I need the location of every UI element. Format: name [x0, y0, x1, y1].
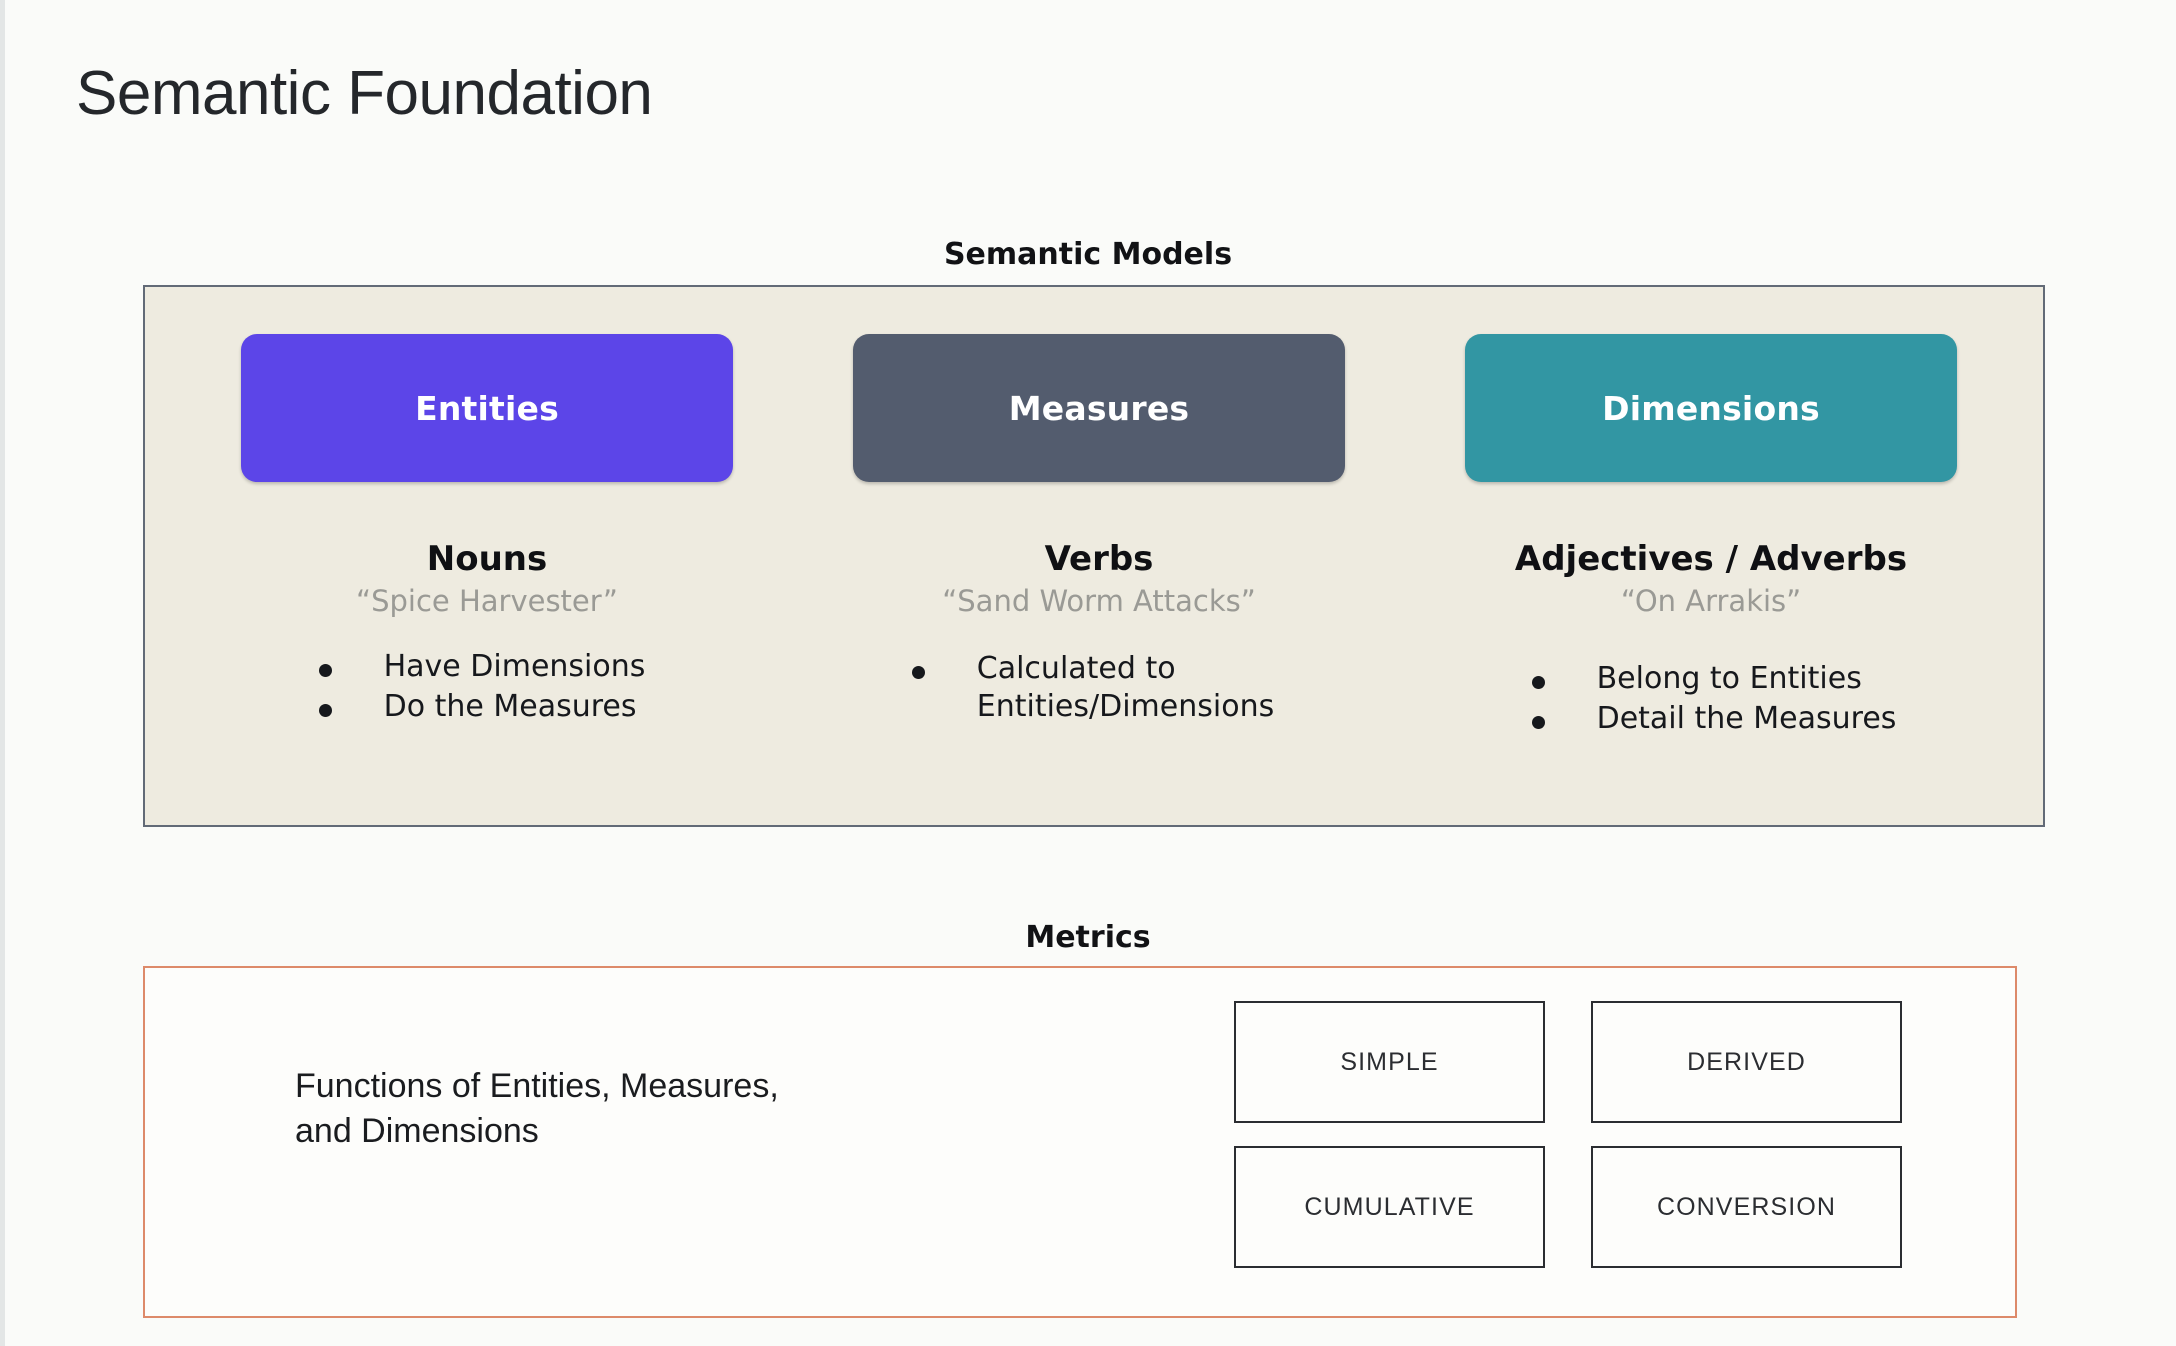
semantic-models-panel: Entities Nouns “Spice Harvester” Have Di…: [143, 285, 2045, 827]
left-edge-strip: [0, 0, 5, 1346]
semantic-model-column-entities: Entities Nouns “Spice Harvester” Have Di…: [145, 287, 799, 728]
entities-card-label: Entities: [415, 388, 559, 428]
dimensions-bullet-list: Belong to Entities Detail the Measures: [1531, 660, 1897, 741]
list-item: Belong to Entities: [1531, 660, 1897, 698]
measures-card-label: Measures: [1008, 388, 1190, 428]
entities-bullet-2: Do the Measures: [383, 689, 637, 725]
metric-type-conversion-label: CONVERSION: [1656, 1192, 1837, 1221]
bullet-dot-icon: [318, 663, 332, 677]
list-item: Have Dimensions: [318, 648, 646, 686]
metric-type-simple-label: SIMPLE: [1340, 1047, 1439, 1076]
bullet-dot-icon: [318, 704, 332, 718]
list-item: Do the Measures: [318, 688, 646, 726]
measures-bullet-list: Calculated to Entities/Dimensions: [911, 650, 1275, 729]
metric-type-cumulative-label: CUMULATIVE: [1304, 1192, 1475, 1221]
measures-part-of-speech: Verbs: [1044, 539, 1154, 579]
metric-type-conversion[interactable]: CONVERSION: [1591, 1146, 1902, 1268]
metric-type-simple[interactable]: SIMPLE: [1234, 1001, 1545, 1123]
entities-card[interactable]: Entities: [241, 334, 733, 482]
metric-type-grid: SIMPLE DERIVED CUMULATIVE CONVERSION: [1234, 1001, 1902, 1268]
page-title: Semantic Foundation: [76, 59, 653, 128]
bullet-dot-icon: [1531, 675, 1545, 689]
semantic-model-column-measures: Measures Verbs “Sand Worm Attacks” Calcu…: [799, 287, 1399, 728]
entities-bullet-1: Have Dimensions: [383, 648, 646, 684]
entities-part-of-speech: Nouns: [426, 539, 548, 579]
metric-type-derived[interactable]: DERIVED: [1591, 1001, 1902, 1123]
list-item: Calculated to Entities/Dimensions: [911, 650, 1275, 727]
dimensions-bullet-2: Detail the Measures: [1596, 701, 1897, 737]
bullet-dot-icon: [911, 665, 925, 679]
semantic-models-heading: Semantic Models: [943, 237, 1233, 272]
metric-type-derived-label: DERIVED: [1687, 1047, 1806, 1076]
dimensions-card-label: Dimensions: [1602, 388, 1820, 428]
dimensions-bullet-1: Belong to Entities: [1596, 660, 1862, 696]
metrics-description: Functions of Entities, Measures, and Dim…: [295, 1067, 779, 1150]
entities-example: “Spice Harvester”: [356, 583, 618, 618]
metrics-panel: Functions of Entities, Measures, and Dim…: [143, 966, 2017, 1318]
dimensions-part-of-speech: Adjectives / Adverbs: [1514, 539, 1908, 579]
metrics-heading: Metrics: [1025, 920, 1151, 955]
semantic-models-columns: Entities Nouns “Spice Harvester” Have Di…: [145, 287, 2043, 825]
list-item: Detail the Measures: [1531, 700, 1897, 738]
measures-card[interactable]: Measures: [853, 334, 1345, 482]
metric-type-cumulative[interactable]: CUMULATIVE: [1234, 1146, 1545, 1268]
dimensions-example: “On Arrakis”: [1620, 583, 1802, 618]
bullet-dot-icon: [1531, 716, 1545, 730]
measures-bullet-1: Calculated to Entities/Dimensions: [976, 650, 1275, 725]
entities-bullet-list: Have Dimensions Do the Measures: [318, 648, 646, 729]
measures-example: “Sand Worm Attacks”: [942, 583, 1256, 618]
dimensions-card[interactable]: Dimensions: [1465, 334, 1957, 482]
semantic-model-column-dimensions: Dimensions Adjectives / Adverbs “On Arra…: [1399, 287, 2043, 740]
